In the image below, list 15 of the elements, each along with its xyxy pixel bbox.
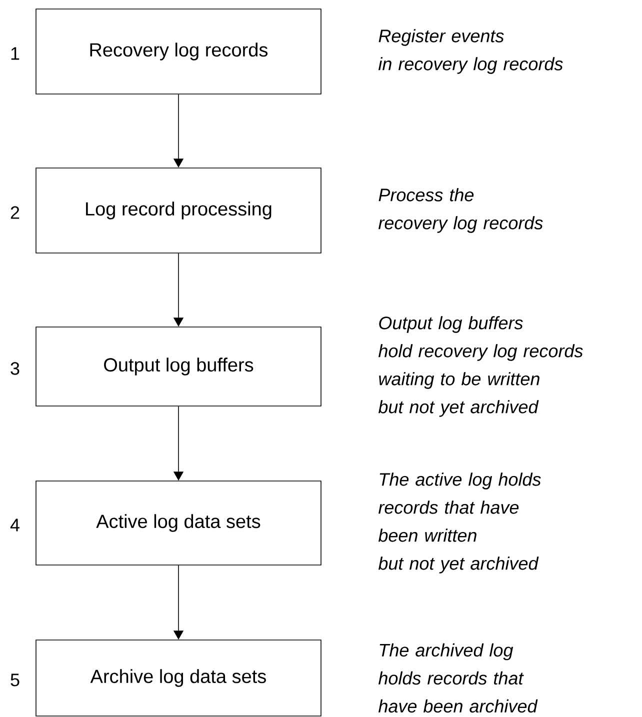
process-box: Archive log data sets xyxy=(36,640,322,716)
process-box: Active log data sets xyxy=(36,480,322,566)
description-text: Process the recovery log records xyxy=(378,188,543,233)
process-box: Output log buffers xyxy=(36,326,322,406)
step-number: 2 xyxy=(10,206,20,219)
description-text: The active log holds records that have been written but not yet archived xyxy=(378,472,541,574)
process-box: Log record processing xyxy=(36,168,322,254)
description-text: Output log buffers hold recovery log records waiting to be written but not yet archived xyxy=(378,316,583,417)
step-number: 5 xyxy=(10,674,20,686)
step-number: 1 xyxy=(11,47,20,60)
description-text: The archived log holds records that have been archived xyxy=(378,643,538,713)
description-text: Register events in recovery log records xyxy=(378,29,563,74)
step-number: 4 xyxy=(10,518,20,532)
process-box: Recovery log records xyxy=(36,8,322,94)
step-number: 3 xyxy=(10,362,20,375)
